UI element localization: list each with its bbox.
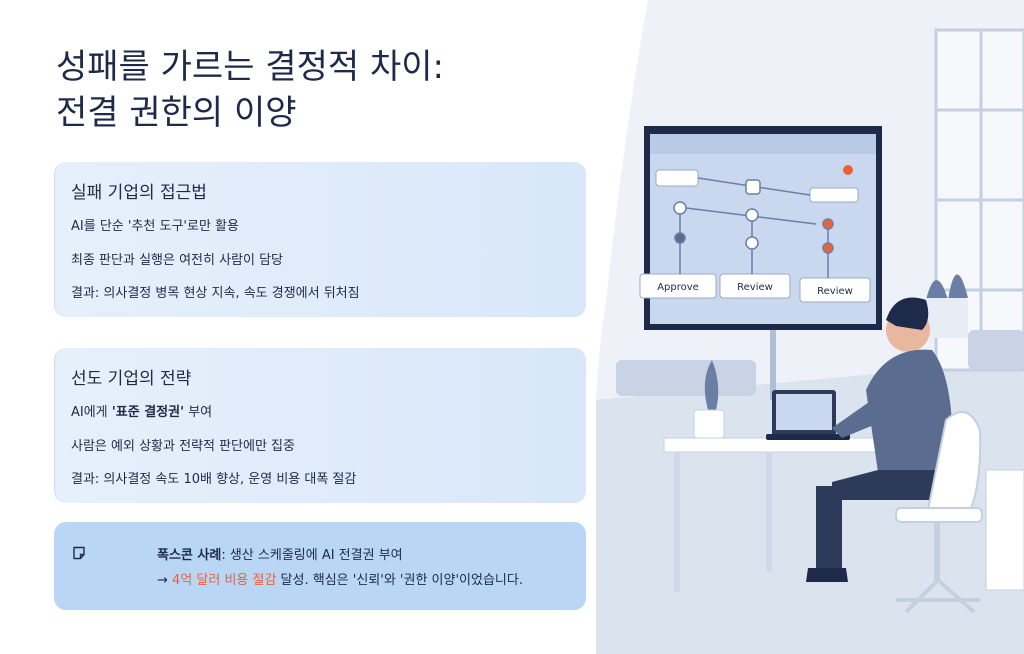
failure-item-3: 결과: 의사결정 병목 현상 지속, 속도 경쟁에서 뒤처짐	[71, 286, 360, 301]
leader-card: 선도 기업의 전략 AI에게 '표준 결정권' 부여 사람은 예외 상황과 전략…	[54, 348, 586, 503]
leader-heading: 선도 기업의 전략	[71, 369, 192, 389]
leader-item-2: 사람은 예외 상황과 전략적 판단에만 집중	[71, 439, 295, 454]
screen-label-approve: Approve	[657, 282, 699, 293]
case-tail: 달성. 핵심은 '신뢰'와 '권한 이양'이었습니다.	[276, 573, 523, 588]
screen-label-review-2: Review	[817, 286, 853, 297]
case-bold: 폭스콘 사례	[157, 548, 222, 563]
case-highlight: 4억 달러 비용 절감	[172, 573, 277, 588]
case-line-1: 폭스콘 사례: 생산 스케줄링에 AI 전결권 부여	[157, 544, 403, 563]
office-illustration: Approve Review Review	[596, 0, 1024, 654]
leader-item-1-suffix: 부여	[184, 405, 213, 420]
case-arrow: →	[157, 573, 173, 588]
failure-card: 실패 기업의 접근법 AI를 단순 '추천 도구'로만 활용 최종 판단과 실행…	[54, 162, 586, 317]
failure-item-1: AI를 단순 '추천 도구'로만 활용	[71, 219, 239, 234]
case-rest: : 생산 스케줄링에 AI 전결권 부여	[221, 548, 403, 563]
note-icon	[73, 546, 85, 560]
failure-heading: 실패 기업의 접근법	[71, 183, 207, 203]
page-title: 성패를 가르는 결정적 차이: 전결 권한의 이양	[56, 44, 616, 136]
case-line-2: → 4억 달러 비용 절감 달성. 핵심은 '신뢰'와 '권한 이양'이었습니다…	[157, 569, 523, 588]
screen-label-review-1: Review	[737, 282, 773, 293]
title-line-1: 성패를 가르는 결정적 차이:	[56, 47, 444, 87]
failure-item-2: 최종 판단과 실행은 여전히 사람이 담당	[71, 253, 284, 268]
leader-item-1-prefix: AI에게	[71, 405, 112, 420]
leader-item-1-bold: '표준 결정권'	[111, 405, 185, 420]
case-note: 폭스콘 사례: 생산 스케줄링에 AI 전결권 부여 → 4억 달러 비용 절감…	[54, 522, 586, 610]
title-line-2: 전결 권한의 이양	[56, 93, 297, 133]
leader-item-3: 결과: 의사결정 속도 10배 향상, 운영 비용 대폭 절감	[71, 472, 357, 487]
leader-item-1: AI에게 '표준 결정권' 부여	[71, 401, 212, 420]
